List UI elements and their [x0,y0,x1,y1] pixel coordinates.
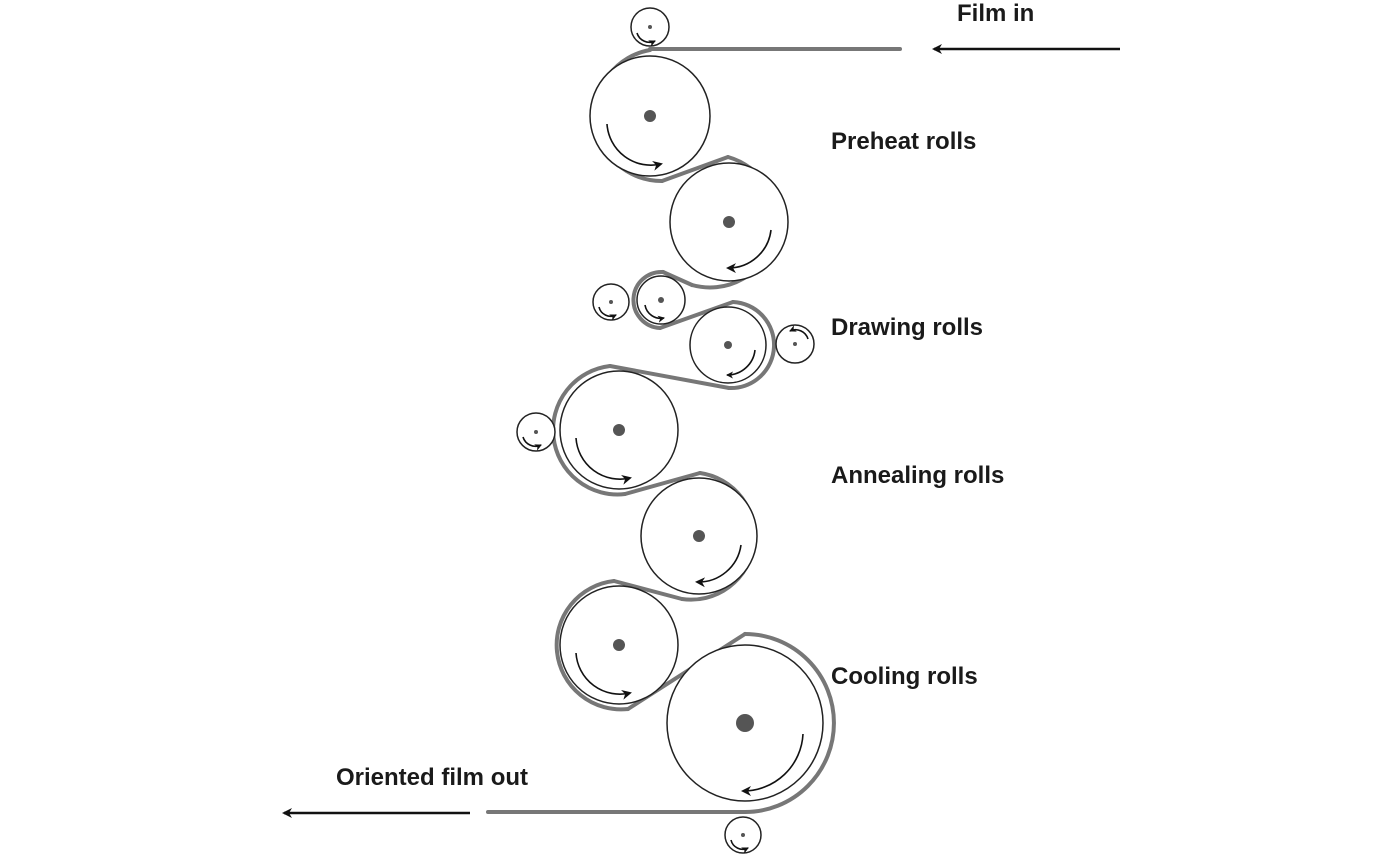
film-wrap-cooling-1 [554,579,630,712]
film-span-drawing-2 [658,300,735,330]
film-in-label: Film in [957,0,1035,27]
film-span-drawing-1 [661,270,694,287]
hub-dot [724,341,732,349]
hub-dot [736,714,754,732]
rotation-arrows [522,32,809,854]
film-wrap-cooling-2 [743,632,836,814]
hub-dot [613,639,625,651]
rotation-arrow-icon [644,304,665,323]
hub-dot [613,424,625,436]
hub-dot [693,530,705,542]
rotation-arrow-icon [730,839,749,854]
hub-dot [658,297,664,303]
rotation-arrow-icon [741,733,804,797]
film-wrap-drawing-1 [631,269,665,330]
roll-hubs [534,25,797,837]
drawing-rolls-label: Drawing rolls [831,314,984,341]
cooling-rolls-label: Cooling rolls [831,663,978,690]
hub-dot [648,25,652,29]
hub-dot [609,300,613,304]
hub-dot [534,430,538,434]
film-span-preheat [660,155,730,183]
film-web [486,47,902,814]
rotation-arrow-icon [522,436,542,451]
hub-dot [741,833,745,837]
hub-dot [644,110,656,122]
preheat-rolls-label: Preheat rolls [831,128,977,155]
rotation-arrow-icon [598,306,617,321]
rotation-arrow-icon [695,544,742,588]
film-span-cooling-1 [612,579,684,601]
oriented-film-out-label: Oriented film out [336,764,528,791]
hub-dot [793,342,797,346]
rotation-arrow-icon [726,229,772,274]
hub-dot [723,216,735,228]
rotation-arrow-icon [636,32,656,47]
film-span-drawing-3 [608,364,731,390]
rotation-arrow-icon [789,325,809,340]
annealing-rolls-label: Annealing rolls [831,462,1005,489]
rotation-arrow-icon [606,123,663,171]
film-wrap-drawing-2 [727,300,777,391]
rotation-arrow-icon [575,437,632,485]
rotation-arrow-icon [575,652,632,700]
rotation-arrow-icon [726,349,756,379]
film-span-annealing [623,471,702,496]
